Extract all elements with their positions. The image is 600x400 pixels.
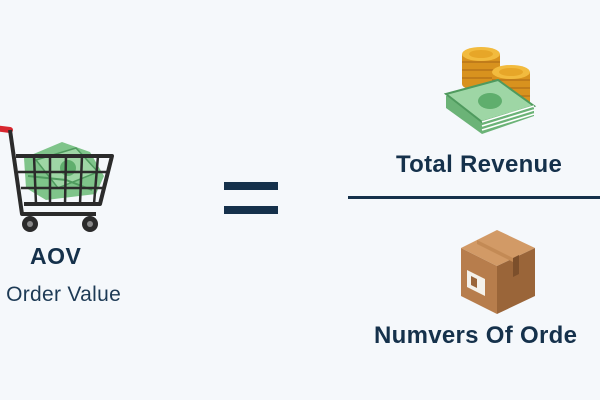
total-revenue-label: Total Revenue xyxy=(396,151,563,178)
aov-title: AOV xyxy=(30,243,82,269)
money-stack-icon xyxy=(443,47,537,134)
aov-subtitle: ge Order Value xyxy=(0,283,122,306)
fraction-line xyxy=(348,196,600,199)
shopping-cart-icon xyxy=(0,125,114,232)
cardboard-box-icon xyxy=(461,230,535,314)
cash-bills-icon xyxy=(443,78,537,134)
equals-sign xyxy=(224,182,278,216)
number-of-orders-label: Numvers Of Orde xyxy=(374,322,578,349)
